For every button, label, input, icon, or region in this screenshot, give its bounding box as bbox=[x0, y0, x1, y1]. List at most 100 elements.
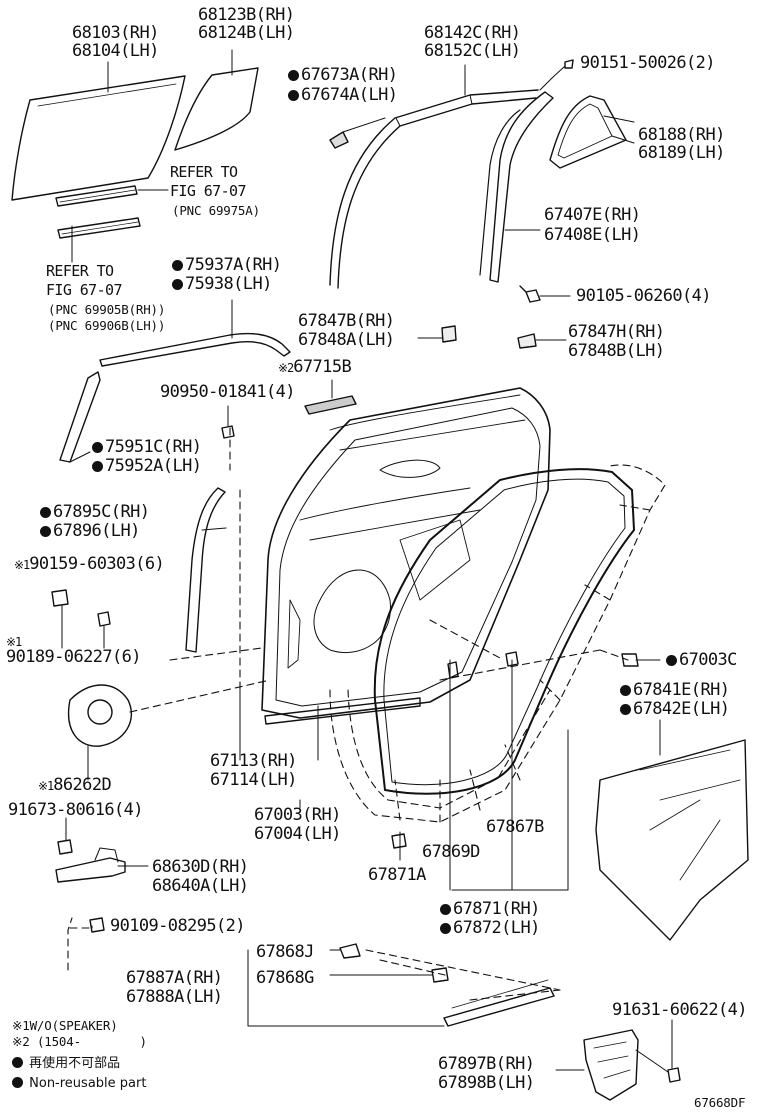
callout-frame-68188-rh: 68188(RH) bbox=[638, 125, 725, 145]
callout-glass-quarter-lh: 68124B(LH) bbox=[198, 23, 295, 43]
callout-clip-90159: ※190159-60303(6) bbox=[14, 554, 165, 574]
non-reusable-dot bbox=[92, 461, 103, 472]
callout-panel-67113-rh: 67113(RH) bbox=[210, 751, 297, 771]
figure-id: 67668DF bbox=[694, 1095, 746, 1110]
service-hole-cover bbox=[595, 739, 749, 941]
door-check bbox=[55, 857, 126, 883]
callout-run-channel-lh: 68152C(LH) bbox=[424, 41, 521, 61]
non-reusable-dot bbox=[666, 655, 677, 666]
callout-moulding-75951-rh: 75951C(RH) bbox=[92, 438, 202, 457]
callout-clip-67868g: 67868G bbox=[256, 968, 314, 988]
callout-moulding-75937-rh: 75937A(RH) bbox=[172, 256, 282, 275]
bolt-90105 bbox=[519, 285, 541, 303]
callout-strip-67887-rh: 67887A(RH) bbox=[126, 968, 223, 988]
callout-bracket-67897-lh: 67898B(LH) bbox=[438, 1073, 535, 1093]
door-glass bbox=[11, 75, 186, 201]
non-reusable-dot bbox=[40, 526, 51, 537]
refer-2-pnc-lh: (PNC 69906B(LH)) bbox=[48, 318, 166, 333]
callout-bolt-91673: 91673-80616(4) bbox=[8, 800, 143, 820]
refer-2-text: REFER TO bbox=[46, 262, 114, 280]
glass-seal-lower bbox=[57, 217, 141, 239]
clip-90159 bbox=[51, 589, 69, 607]
plug-67003c bbox=[621, 653, 639, 667]
seal-67715 bbox=[304, 395, 357, 415]
non-reusable-dot bbox=[288, 70, 299, 81]
bracket-67897 bbox=[583, 1029, 639, 1101]
callout-bracket-67897-rh: 67897B(RH) bbox=[438, 1054, 535, 1074]
callout-glass-main-lh: 68104(LH) bbox=[72, 41, 159, 61]
weatherstrip-67895 bbox=[185, 487, 226, 653]
callout-seal-67715: ※267715B bbox=[278, 357, 352, 377]
callout-bolt-90105: 90105-06260(4) bbox=[576, 286, 711, 306]
callout-weather-67871-rh: 67871(RH) bbox=[440, 900, 540, 919]
legend-note2: ※2 (1504- ) bbox=[12, 1034, 147, 1049]
divider-sash bbox=[489, 91, 554, 283]
callout-panel-67003-rh: 67003(RH) bbox=[254, 805, 341, 825]
refer-2-fig: FIG 67-07 bbox=[46, 281, 122, 299]
clip-67868j bbox=[339, 943, 361, 959]
callout-weather-67867: 67867B bbox=[486, 817, 544, 837]
speaker bbox=[68, 684, 133, 747]
quarter-glass bbox=[174, 67, 259, 151]
non-reusable-dot bbox=[172, 279, 183, 290]
callout-sash-67407-lh: 67408E(LH) bbox=[544, 225, 641, 245]
non-reusable-dot bbox=[288, 90, 299, 101]
belt-moulding bbox=[99, 332, 291, 367]
callout-cushion-67847h-lh: 67848B(LH) bbox=[568, 341, 665, 361]
callout-strip-67887-lh: 67888A(LH) bbox=[126, 987, 223, 1007]
callout-cover-67841-lh: 67842E(LH) bbox=[620, 700, 730, 719]
clip-67673 bbox=[329, 131, 349, 149]
callout-weatherstrip-67895-rh: 67895C(RH) bbox=[40, 503, 150, 522]
refer-2-pnc-rh: (PNC 69905B(RH)) bbox=[48, 302, 166, 317]
cushion-67847b bbox=[441, 325, 457, 343]
non-reusable-dot bbox=[620, 685, 631, 696]
callout-glass-main-rh: 68103(RH) bbox=[72, 23, 159, 43]
legend-jp: 再使用不可部品 bbox=[12, 1056, 120, 1072]
callout-weatherstrip-67895-lh: 67896(LH) bbox=[40, 522, 140, 541]
non-reusable-dot bbox=[40, 507, 51, 518]
callout-cushion-67847-lh: 67848A(LH) bbox=[298, 330, 395, 350]
callout-clip-67871a: 67871A bbox=[368, 865, 426, 885]
non-reusable-dot bbox=[12, 1057, 23, 1068]
non-reusable-dot bbox=[620, 704, 631, 715]
refer-1-text: REFER TO bbox=[170, 163, 238, 181]
callout-clip-90189: 90189-06227(6) bbox=[6, 647, 141, 667]
callout-bolt-91631: 91631-60622(4) bbox=[612, 1000, 747, 1020]
clip-90189 bbox=[97, 611, 111, 627]
callout-moulding-75937-lh: 75938(LH) bbox=[172, 275, 272, 294]
callout-run-channel-rh: 68142C(RH) bbox=[424, 23, 521, 43]
glass-run-strip bbox=[443, 987, 555, 1027]
bolt-91673 bbox=[57, 839, 73, 855]
door-lower-trim bbox=[264, 697, 421, 725]
door-inner-panel bbox=[261, 387, 551, 719]
non-reusable-dot bbox=[172, 260, 183, 271]
body-opening-outline bbox=[67, 427, 666, 1001]
callout-cushion-67847h-rh: 67847H(RH) bbox=[568, 322, 665, 342]
refer-1-fig: FIG 67-07 bbox=[170, 182, 246, 200]
callout-panel-67113-lh: 67114(LH) bbox=[210, 770, 297, 790]
callout-clip-90950: 90950-01841(4) bbox=[160, 382, 295, 402]
callout-cushion-67847-rh: 67847B(RH) bbox=[298, 311, 395, 331]
callout-clip-67673-rh: 67673A(RH) bbox=[288, 66, 398, 85]
non-reusable-dot bbox=[440, 904, 451, 915]
callout-glass-quarter-rh: 68123B(RH) bbox=[198, 5, 295, 25]
callout-seal-67869: 67869D bbox=[422, 842, 480, 862]
callout-bolt-90151: 90151-50026(2) bbox=[580, 53, 715, 73]
callout-moulding-75951-lh: 75952A(LH) bbox=[92, 457, 202, 476]
refer-1-pnc: (PNC 69975A) bbox=[172, 203, 260, 218]
non-reusable-dot bbox=[92, 442, 103, 453]
legend-en: Non-reusable part bbox=[12, 1076, 146, 1092]
callout-check-68630-rh: 68630D(RH) bbox=[152, 857, 249, 877]
clip-90950 bbox=[221, 425, 235, 439]
bolt-91631 bbox=[667, 1067, 681, 1083]
callout-speaker-86262: ※186262D bbox=[38, 775, 112, 795]
clip-67871a bbox=[391, 833, 407, 849]
callout-clip-67868j: 67868J bbox=[256, 942, 314, 962]
callout-weather-67871-lh: 67872(LH) bbox=[440, 919, 540, 938]
cushion-67847h bbox=[517, 333, 537, 349]
pillar-moulding bbox=[59, 371, 101, 463]
non-reusable-dot bbox=[440, 923, 451, 934]
callout-cover-67841-rh: 67841E(RH) bbox=[620, 681, 730, 700]
